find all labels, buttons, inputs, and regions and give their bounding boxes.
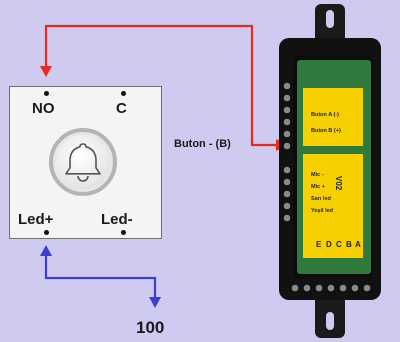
terminal-letter-a: A — [355, 240, 361, 249]
module-mic-minus-label: Mic - — [311, 172, 324, 178]
terminal-letter-e: E — [316, 240, 322, 249]
terminal-letter-b: B — [346, 240, 352, 249]
blue-arrow-down — [149, 297, 161, 308]
module-buton-a-label: Buton A (-) — [311, 112, 339, 118]
terminal-letter-c: C — [336, 240, 342, 249]
module-mic-plus-label: Mic + — [311, 184, 325, 190]
red-wire — [44, 24, 280, 147]
module-version-label: V02 — [334, 176, 343, 191]
intercom-module — [279, 4, 381, 338]
blue-wire — [44, 253, 157, 300]
bell-push-button — [49, 128, 117, 196]
led-minus-dot — [121, 230, 126, 235]
terminal-letter-d: D — [326, 240, 332, 249]
module-yesil-led-label: Yeşil led — [311, 208, 334, 214]
red-arrow-down — [40, 66, 52, 77]
blue-arrow-up — [40, 245, 52, 256]
led-plus-label: Led+ — [18, 211, 54, 228]
led-minus-label: Led- — [101, 211, 133, 228]
c-terminal-dot — [121, 91, 126, 96]
module-buton-b-label: Buton B (+) — [311, 128, 341, 134]
module-bottom-label-area: V02 Mic - Mic + Sarı led Yeşil led E D C… — [303, 154, 363, 258]
module-top-label-area: Buton A (-) Buton B (+) — [303, 88, 363, 146]
c-terminal-label: C — [116, 100, 127, 117]
buton-b-connection-label: Buton - (B) — [174, 138, 231, 150]
module-sari-led-label: Sarı led — [311, 196, 331, 202]
bell-icon — [65, 143, 101, 182]
resistor-value-label: 100 — [136, 318, 165, 337]
no-terminal-dot — [44, 91, 49, 96]
led-plus-dot — [44, 230, 49, 235]
no-terminal-label: NO — [32, 100, 55, 117]
doorbell-button-panel: NO C Led+ Led- — [9, 86, 162, 239]
